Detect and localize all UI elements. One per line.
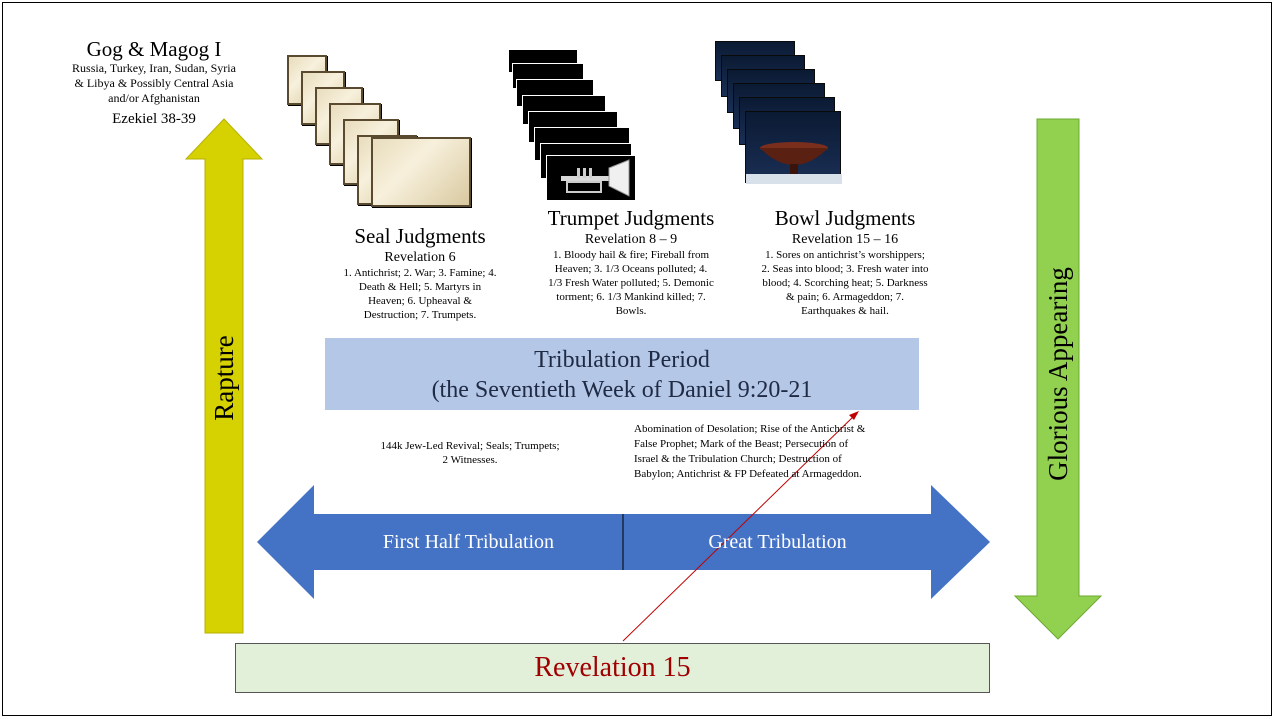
trumpet-judgments-line-3: 1/3 Fresh Water polluted; 5. Demonic	[548, 277, 714, 289]
gog-magog-reference: Ezekiel 38-39	[112, 111, 196, 127]
trumpet-judgments-line-5: Bowls.	[615, 305, 647, 317]
great-tribulation-label: Great Tribulation	[708, 531, 847, 553]
first-half-notes: 144k Jew-Led Revival; Seals; Trumpets; 2…	[351, 439, 589, 467]
great-tribulation-notes-line-1: Abomination of Desolation; Rise of the A…	[634, 423, 866, 435]
trumpet-judgments-block: Trumpet Judgments Revelation 8 – 9 1. Bl…	[527, 205, 735, 318]
seal-judgments-reference: Revelation 6	[384, 250, 456, 265]
seal-judgments-line-1: 1. Antichrist; 2. War; 3. Famine; 4.	[343, 267, 497, 279]
tribulation-period-box: Tribulation Period (the Seventieth Week …	[325, 338, 919, 410]
seal-judgments-line-3: Heaven; 6. Upheaval &	[368, 295, 472, 307]
gog-magog-nations-line-1: Russia, Turkey, Iran, Sudan, Syria	[72, 61, 236, 75]
trumpet-drawing	[561, 159, 630, 197]
revelation-15-label: Revelation 15	[534, 652, 691, 683]
bowl-judgments-line-4: & pain; 6. Armageddon; 7.	[786, 291, 904, 303]
gog-magog-title: Gog & Magog I	[86, 37, 222, 61]
revelation-15-box: Revelation 15	[235, 643, 990, 693]
first-half-tribulation-label: First Half Tribulation	[382, 531, 555, 553]
rapture-arrow	[184, 118, 264, 634]
gog-magog-nations-line-3: and/or Afghanistan	[108, 91, 200, 105]
great-tribulation-notes-line-4: Babylon; Antichrist & FP Defeated at Arm…	[634, 468, 862, 480]
pointer-arrowhead	[849, 411, 859, 420]
seal-judgments-line-2: Death & Hell; 5. Martyrs in	[358, 281, 482, 293]
pointer-line	[622, 413, 857, 642]
trumpet-icon	[506, 47, 638, 202]
scroll-icon	[285, 51, 475, 211]
rapture-label: Rapture	[209, 335, 239, 421]
bowl-judgments-reference: Revelation 15 – 16	[791, 232, 899, 247]
bowl-judgments-title: Bowl Judgments	[774, 206, 916, 230]
great-tribulation-notes: Abomination of Desolation; Rise of the A…	[634, 422, 934, 482]
bowl-judgments-line-5: Earthquakes & hail.	[801, 305, 889, 317]
bowl-judgments-line-3: blood; 4. Scorching heat; 5. Darkness	[762, 277, 928, 289]
great-tribulation-notes-line-2: False Prophet; Mark of the Beast; Persec…	[634, 438, 849, 450]
gog-magog-block: Gog & Magog I Russia, Turkey, Iran, Suda…	[48, 37, 260, 129]
trumpet-judgments-line-1: 1. Bloody hail & fire; Fireball from	[552, 249, 710, 261]
bowl-judgments-line-2: 2. Seas into blood; 3. Fresh water into	[761, 263, 929, 275]
tribulation-period-title: Tribulation Period	[534, 347, 710, 373]
great-tribulation-notes-line-3: Israel & the Tribulation Church; Destruc…	[634, 453, 842, 465]
first-half-notes-line-2: 2 Witnesses.	[442, 454, 498, 466]
diagram-shapes	[184, 118, 1103, 642]
gog-magog-nations-line-2: & Libya & Possibly Central Asia	[74, 76, 234, 90]
trumpet-judgments-line-2: Heaven; 3. 1/3 Oceans polluted; 4.	[554, 263, 708, 275]
trumpet-judgments-reference: Revelation 8 – 9	[584, 232, 678, 247]
first-half-notes-line-1: 144k Jew-Led Revival; Seals; Trumpets;	[380, 440, 560, 452]
bowl-icon	[713, 39, 843, 187]
trumpet-judgments-title: Trumpet Judgments	[547, 206, 715, 230]
seal-judgments-title: Seal Judgments	[354, 224, 486, 248]
bowl-drawing	[746, 142, 842, 184]
trumpet-judgments-line-4: torment; 6. 1/3 Mankind killed; 7.	[556, 291, 706, 303]
seal-judgments-block: Seal Judgments Revelation 6 1. Antichris…	[321, 223, 519, 322]
tribulation-period-subtitle: (the Seventieth Week of Daniel 9:20-21	[431, 377, 813, 403]
glorious-appearing-arrow	[1013, 118, 1103, 640]
bowl-judgments-block: Bowl Judgments Revelation 15 – 16 1. Sor…	[739, 205, 951, 318]
seal-judgments-line-4: Destruction; 7. Trumpets.	[363, 309, 477, 321]
bowl-judgments-line-1: 1. Sores on antichrist’s worshippers;	[765, 249, 925, 261]
glorious-appearing-label: Glorious Appearing	[1043, 267, 1073, 481]
